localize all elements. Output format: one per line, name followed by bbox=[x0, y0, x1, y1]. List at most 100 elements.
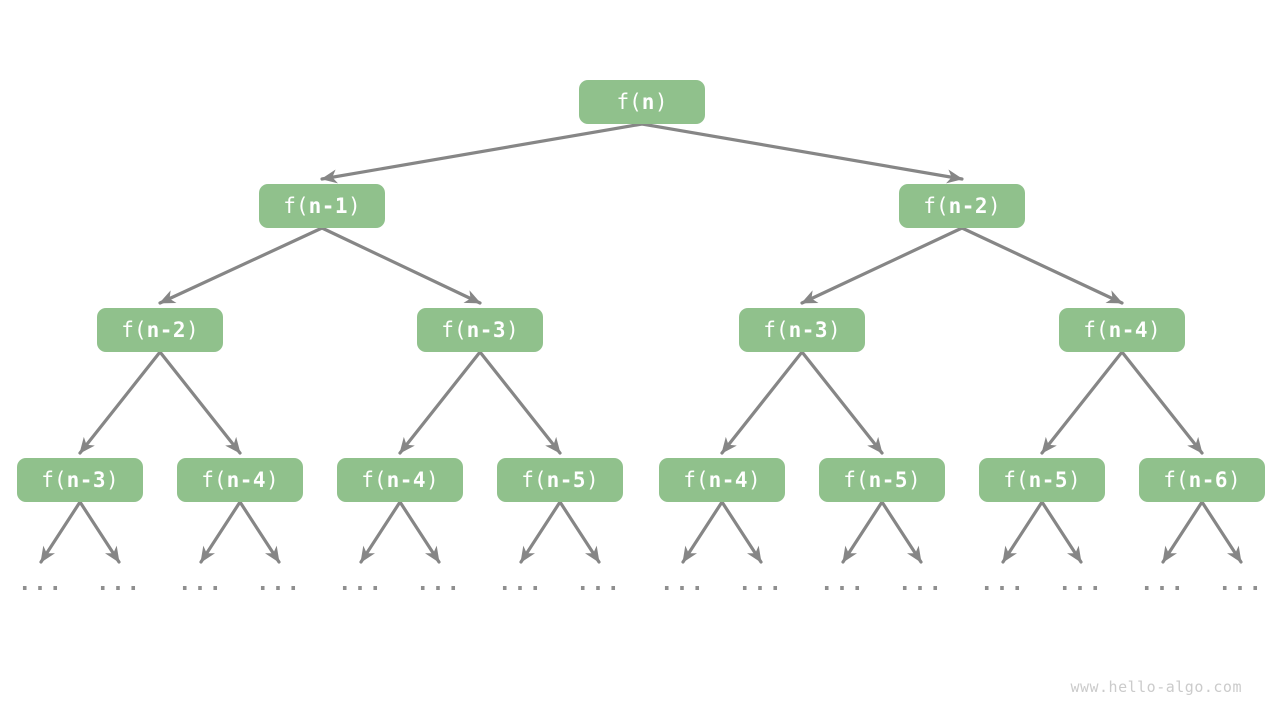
node-label-part: f( bbox=[616, 90, 642, 114]
edge-arrow bbox=[158, 350, 242, 455]
node-label-part: f( bbox=[121, 318, 147, 342]
node-label-part: n-2 bbox=[948, 194, 989, 218]
node-label-part: ) bbox=[1068, 468, 1081, 492]
tree-node-f(n-3): f(n-3) bbox=[17, 458, 143, 502]
ellipsis-leaf: ... bbox=[1058, 571, 1104, 596]
node-label-part: f( bbox=[361, 468, 387, 492]
edge-arrow bbox=[1040, 350, 1124, 455]
node-label-part: ) bbox=[506, 318, 519, 342]
node-label-part: ) bbox=[266, 468, 279, 492]
ellipsis-leaf: ... bbox=[338, 571, 384, 596]
edge-arrow bbox=[158, 226, 324, 305]
edge-arrow bbox=[238, 500, 281, 564]
edge-arrow bbox=[841, 500, 884, 564]
edge-arrow bbox=[1001, 500, 1044, 564]
node-label-part: n-3 bbox=[788, 318, 829, 342]
edge-arrow bbox=[199, 500, 242, 564]
ellipsis-leaf: ... bbox=[898, 571, 944, 596]
ellipsis-leaf: ... bbox=[576, 571, 622, 596]
node-label-part: f( bbox=[763, 318, 789, 342]
ellipsis-leaf: ... bbox=[416, 571, 462, 596]
ellipsis-leaf: ... bbox=[980, 571, 1026, 596]
node-label-part: ) bbox=[426, 468, 439, 492]
edge-arrow bbox=[39, 500, 82, 564]
edge-arrow bbox=[800, 226, 964, 305]
tree-node-f(n-5): f(n-5) bbox=[497, 458, 623, 502]
tree-node-f(n-4): f(n-4) bbox=[337, 458, 463, 502]
ellipsis-leaf: ... bbox=[738, 571, 784, 596]
edge-arrow bbox=[78, 500, 121, 564]
node-label-part: f( bbox=[683, 468, 709, 492]
tree-node-f(n-2): f(n-2) bbox=[899, 184, 1025, 228]
node-label-part: ) bbox=[348, 194, 361, 218]
node-label-part: ) bbox=[654, 90, 668, 114]
node-label-part: ) bbox=[106, 468, 119, 492]
node-label-part: f( bbox=[441, 318, 467, 342]
tree-node-f(n-2): f(n-2) bbox=[97, 308, 223, 352]
edge-arrow bbox=[359, 500, 402, 564]
edge-arrow bbox=[720, 350, 804, 455]
tree-node-f(n-4): f(n-4) bbox=[1059, 308, 1185, 352]
edge-arrow bbox=[720, 500, 763, 564]
edge-arrow bbox=[320, 226, 482, 305]
tree-node-f(n-3): f(n-3) bbox=[417, 308, 543, 352]
tree-node-f(n-5): f(n-5) bbox=[979, 458, 1105, 502]
node-label-part: f( bbox=[41, 468, 67, 492]
edge-arrow bbox=[1120, 350, 1204, 455]
tree-node-f(n-4): f(n-4) bbox=[659, 458, 785, 502]
node-label-part: n-6 bbox=[1188, 468, 1229, 492]
edge-arrow bbox=[478, 350, 562, 455]
node-label-part: n-5 bbox=[546, 468, 587, 492]
node-label-part: f( bbox=[1083, 318, 1109, 342]
node-label-part: ) bbox=[1148, 318, 1161, 342]
ellipsis-leaf: ... bbox=[1140, 571, 1186, 596]
edge-arrow bbox=[78, 350, 162, 455]
edge-arrow bbox=[1040, 500, 1083, 564]
edge-arrow bbox=[398, 500, 441, 564]
edge-arrow bbox=[681, 500, 724, 564]
ellipsis-leaf: ... bbox=[498, 571, 544, 596]
node-label-part: f( bbox=[521, 468, 547, 492]
edge-arrow bbox=[800, 350, 884, 455]
node-label-part: f( bbox=[923, 194, 949, 218]
node-label-part: ) bbox=[828, 318, 841, 342]
node-label-part: n-4 bbox=[1108, 318, 1149, 342]
ellipsis-leaf: ... bbox=[18, 571, 64, 596]
node-label-part: n-4 bbox=[708, 468, 749, 492]
tree-node-f(n-4): f(n-4) bbox=[177, 458, 303, 502]
watermark: www.hello-algo.com bbox=[1070, 678, 1242, 696]
tree-node-f(n-3): f(n-3) bbox=[739, 308, 865, 352]
node-label-part: n-2 bbox=[146, 318, 187, 342]
ellipsis-leaf: ... bbox=[660, 571, 706, 596]
edge-arrow bbox=[519, 500, 562, 564]
node-label-part: f( bbox=[1003, 468, 1029, 492]
edge-arrow bbox=[880, 500, 923, 564]
node-label-part: ) bbox=[908, 468, 921, 492]
node-label-part: ) bbox=[186, 318, 199, 342]
node-label-part: n bbox=[641, 90, 655, 114]
node-label-part: ) bbox=[748, 468, 761, 492]
node-label-part: n-3 bbox=[66, 468, 107, 492]
ellipsis-leaf: ... bbox=[96, 571, 142, 596]
node-label-part: f( bbox=[201, 468, 227, 492]
tree-node-f(n-1): f(n-1) bbox=[259, 184, 385, 228]
edge-arrow bbox=[558, 500, 601, 564]
node-label-part: n-3 bbox=[466, 318, 507, 342]
node-label-part: n-4 bbox=[386, 468, 427, 492]
edge-arrow bbox=[1161, 500, 1204, 564]
edge-arrow bbox=[640, 122, 964, 184]
ellipsis-leaf: ... bbox=[178, 571, 224, 596]
node-label-part: f( bbox=[283, 194, 309, 218]
node-label-part: ) bbox=[1228, 468, 1241, 492]
node-label-part: ) bbox=[586, 468, 599, 492]
edge-arrow bbox=[1200, 500, 1243, 564]
ellipsis-leaf: ... bbox=[256, 571, 302, 596]
node-label-part: ) bbox=[988, 194, 1001, 218]
edge-arrow bbox=[398, 350, 482, 455]
ellipsis-leaf: ... bbox=[820, 571, 866, 596]
node-label-part: n-4 bbox=[226, 468, 267, 492]
node-label-part: n-5 bbox=[868, 468, 909, 492]
edge-arrow bbox=[960, 226, 1124, 305]
node-label-part: n-1 bbox=[308, 194, 349, 218]
